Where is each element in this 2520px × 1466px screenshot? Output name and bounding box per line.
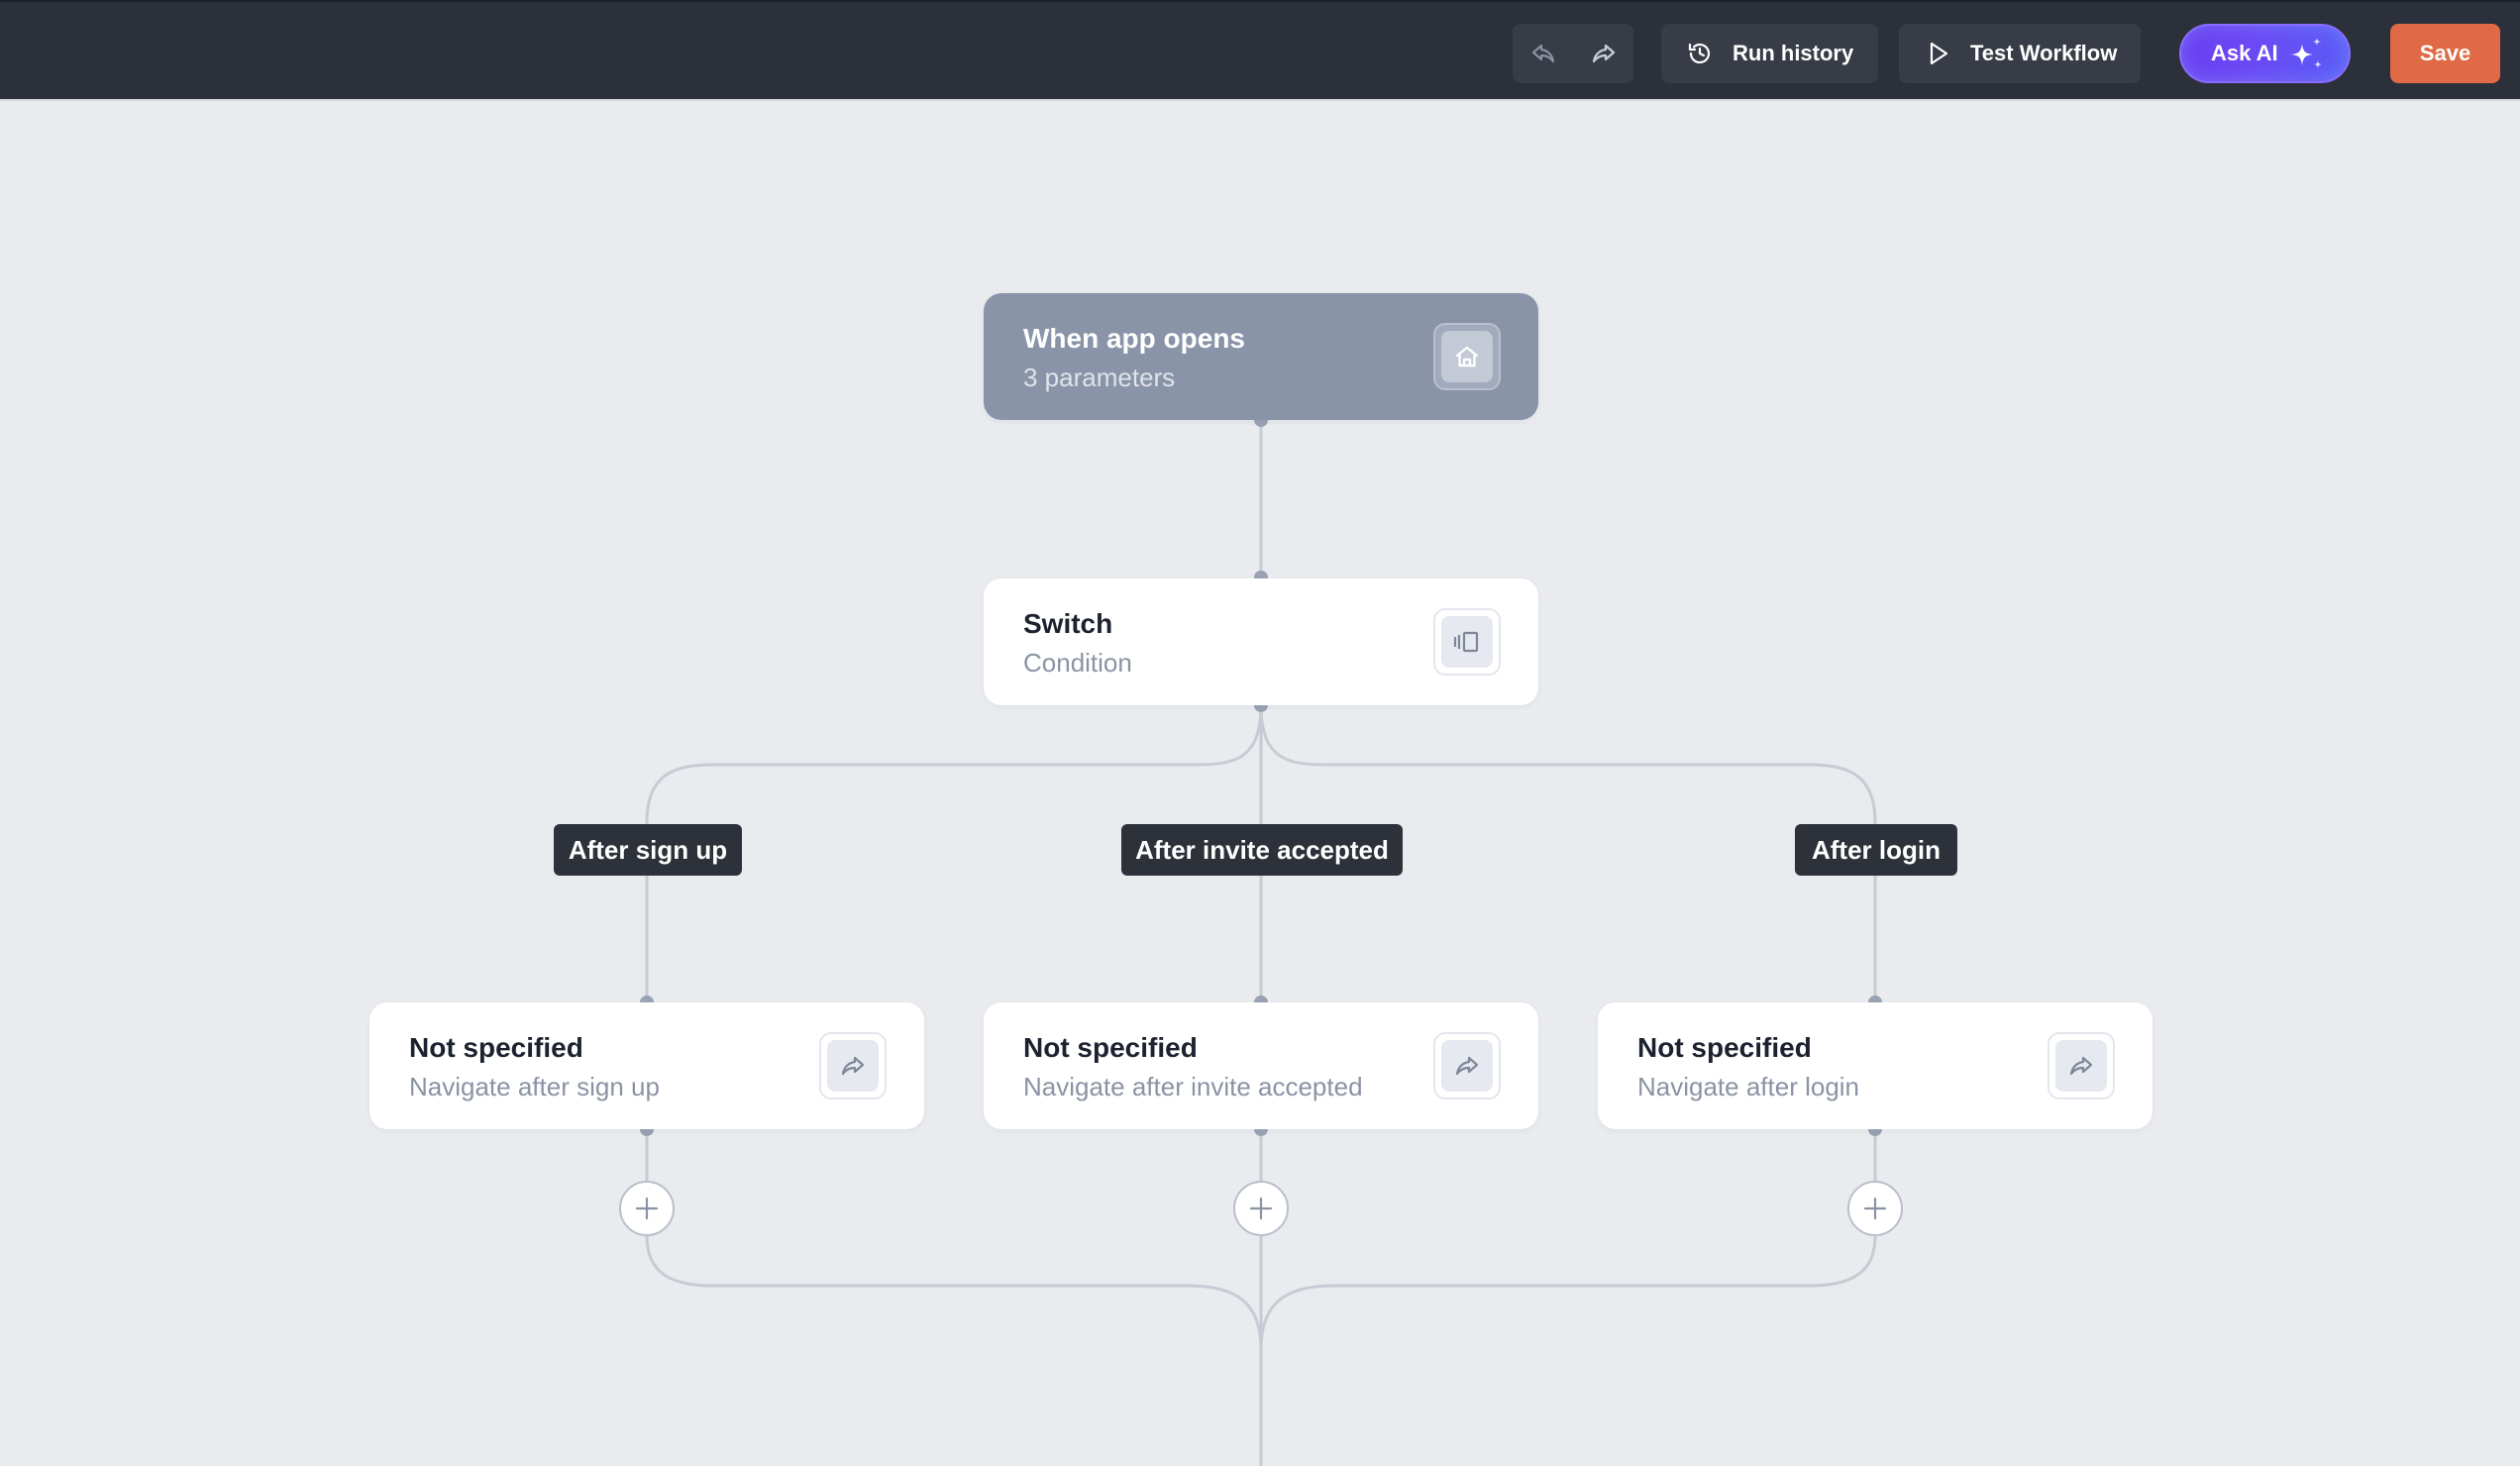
navigate-node-title: Not specified: [1023, 1032, 1198, 1063]
switch-node-icon-box: [1433, 608, 1501, 676]
run-history-button[interactable]: Run history: [1661, 24, 1878, 83]
redirect-icon: [1455, 1056, 1479, 1076]
test-workflow-button[interactable]: Test Workflow: [1899, 24, 2141, 83]
redo-button[interactable]: [1573, 24, 1633, 83]
undo-redo-group: [1513, 24, 1633, 83]
trigger-node[interactable]: When app opens 3 parameters: [984, 293, 1538, 420]
sparkle-icon: [2284, 34, 2330, 83]
navigate-node-subtitle: Navigate after invite accepted: [1023, 1072, 1363, 1101]
navigate-node-icon-box: [819, 1032, 887, 1100]
home-icon: [1455, 346, 1479, 367]
redo-icon: [1592, 44, 1615, 63]
ask-ai-button[interactable]: Ask AI: [2179, 24, 2351, 83]
trigger-node-title: When app opens: [1023, 323, 1245, 354]
switch-node-subtitle: Condition: [1023, 648, 1132, 678]
workflow-canvas[interactable]: When app opens 3 parameters Switch Condi…: [0, 101, 2520, 1466]
trigger-node-icon-box: [1433, 323, 1501, 390]
navigate-node-icon-box: [2048, 1032, 2115, 1100]
top-toolbar: Run history Test Workflow Ask AI Save: [0, 0, 2520, 101]
navigate-node-title: Not specified: [1637, 1032, 1812, 1063]
navigate-node-icon-box: [1433, 1032, 1501, 1100]
switch-icon: [1453, 631, 1479, 653]
ask-ai-label: Ask AI: [2211, 41, 2278, 65]
navigate-node-title: Not specified: [409, 1032, 583, 1063]
plus-icon: [635, 1197, 659, 1220]
undo-icon: [1531, 44, 1554, 63]
test-workflow-label: Test Workflow: [1970, 41, 2118, 65]
history-icon: [1685, 39, 1715, 68]
switch-node-title: Switch: [1023, 608, 1113, 639]
branch-label-login: After login: [1795, 824, 1957, 876]
undo-button[interactable]: [1513, 24, 1573, 83]
run-history-label: Run history: [1732, 41, 1854, 65]
navigate-node-subtitle: Navigate after login: [1637, 1072, 1860, 1101]
redirect-icon: [2069, 1056, 2093, 1076]
branch-label-sign-up: After sign up: [554, 824, 742, 876]
plus-icon: [1863, 1197, 1887, 1220]
save-button[interactable]: Save: [2390, 24, 2500, 83]
add-step-button-login[interactable]: [1847, 1181, 1903, 1236]
navigate-node-sign-up[interactable]: Not specified Navigate after sign up: [369, 1002, 924, 1129]
play-icon: [1923, 39, 1952, 68]
plus-icon: [1249, 1197, 1273, 1220]
navigate-node-invite-accepted[interactable]: Not specified Navigate after invite acce…: [984, 1002, 1538, 1129]
switch-node[interactable]: Switch Condition: [984, 578, 1538, 705]
add-step-button-sign-up[interactable]: [619, 1181, 675, 1236]
navigate-node-login[interactable]: Not specified Navigate after login: [1598, 1002, 2152, 1129]
navigate-node-subtitle: Navigate after sign up: [409, 1072, 660, 1101]
redirect-icon: [841, 1056, 865, 1076]
trigger-node-subtitle: 3 parameters: [1023, 363, 1176, 392]
branch-label-invite-accepted: After invite accepted: [1121, 824, 1403, 876]
add-step-button-invite-accepted[interactable]: [1233, 1181, 1289, 1236]
